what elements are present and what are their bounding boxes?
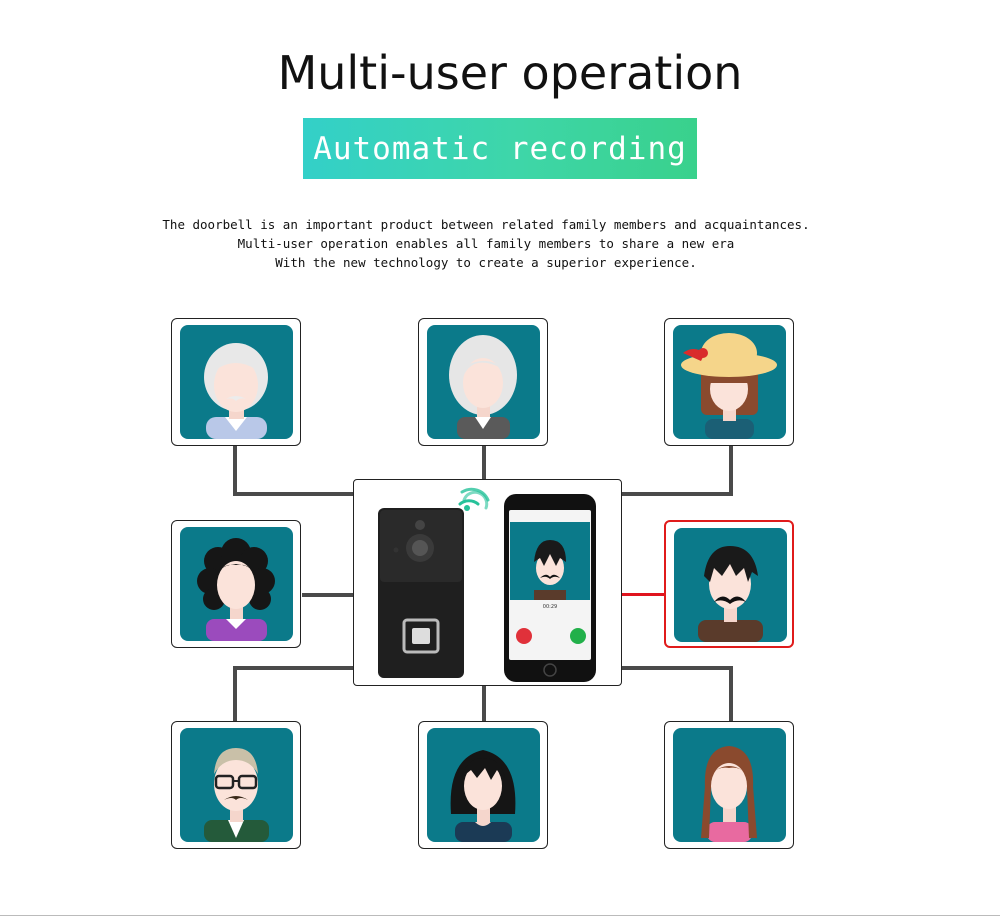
description-line-2: Multi-user operation enables all family … — [237, 236, 735, 251]
avatar-card-grandfather[interactable] — [171, 318, 301, 446]
grandmother-avatar-icon — [427, 325, 540, 439]
avatar-card-mustache-man[interactable] — [664, 520, 794, 648]
braids-girl-avatar-icon — [673, 728, 786, 842]
avatar-card-grandmother[interactable] — [418, 318, 548, 446]
avatar-card-man-with-glasses[interactable] — [171, 721, 301, 849]
glasses-man-avatar-icon — [180, 728, 293, 842]
avatar-card-girl-with-hat[interactable] — [664, 318, 794, 446]
mustache-man-avatar-icon — [674, 528, 787, 642]
video-doorbell-icon — [378, 508, 464, 678]
connector-mid-left — [302, 593, 354, 597]
phone-call-time: 00:29 — [543, 604, 557, 610]
connector-bottom-left — [233, 666, 237, 722]
curly-woman-avatar-icon — [180, 527, 293, 641]
connector-top-right-h — [620, 492, 733, 496]
connector-top-center — [482, 446, 486, 480]
avatar-card-curly-woman[interactable] — [171, 520, 301, 648]
connector-top-left-h — [233, 492, 355, 496]
connector-top-right — [729, 446, 733, 496]
bottom-divider — [0, 915, 1000, 916]
connector-bottom-center — [482, 686, 486, 722]
connector-mid-right-highlight — [581, 593, 666, 596]
girl-hat-avatar-icon — [673, 325, 786, 439]
description-line-1: The doorbell is an important product bet… — [162, 217, 810, 232]
connector-bottom-right-h — [620, 666, 733, 670]
wifi-icon — [458, 487, 490, 511]
page-title: Multi-user operation — [277, 46, 743, 100]
avatar-card-girl-with-braids[interactable] — [664, 721, 794, 849]
description-line-3: With the new technology to create a supe… — [275, 255, 697, 270]
grandfather-avatar-icon — [180, 325, 293, 439]
connector-bottom-left-h — [233, 666, 355, 670]
connector-bottom-right — [729, 666, 733, 722]
smartphone-icon — [504, 494, 596, 682]
avatar-card-young-woman[interactable] — [418, 721, 548, 849]
connector-top-left — [233, 446, 237, 496]
young-woman-avatar-icon — [427, 728, 540, 842]
automatic-recording-banner: Automatic recording — [303, 118, 697, 179]
doorbell-phone-panel: 00:29 — [353, 479, 622, 686]
